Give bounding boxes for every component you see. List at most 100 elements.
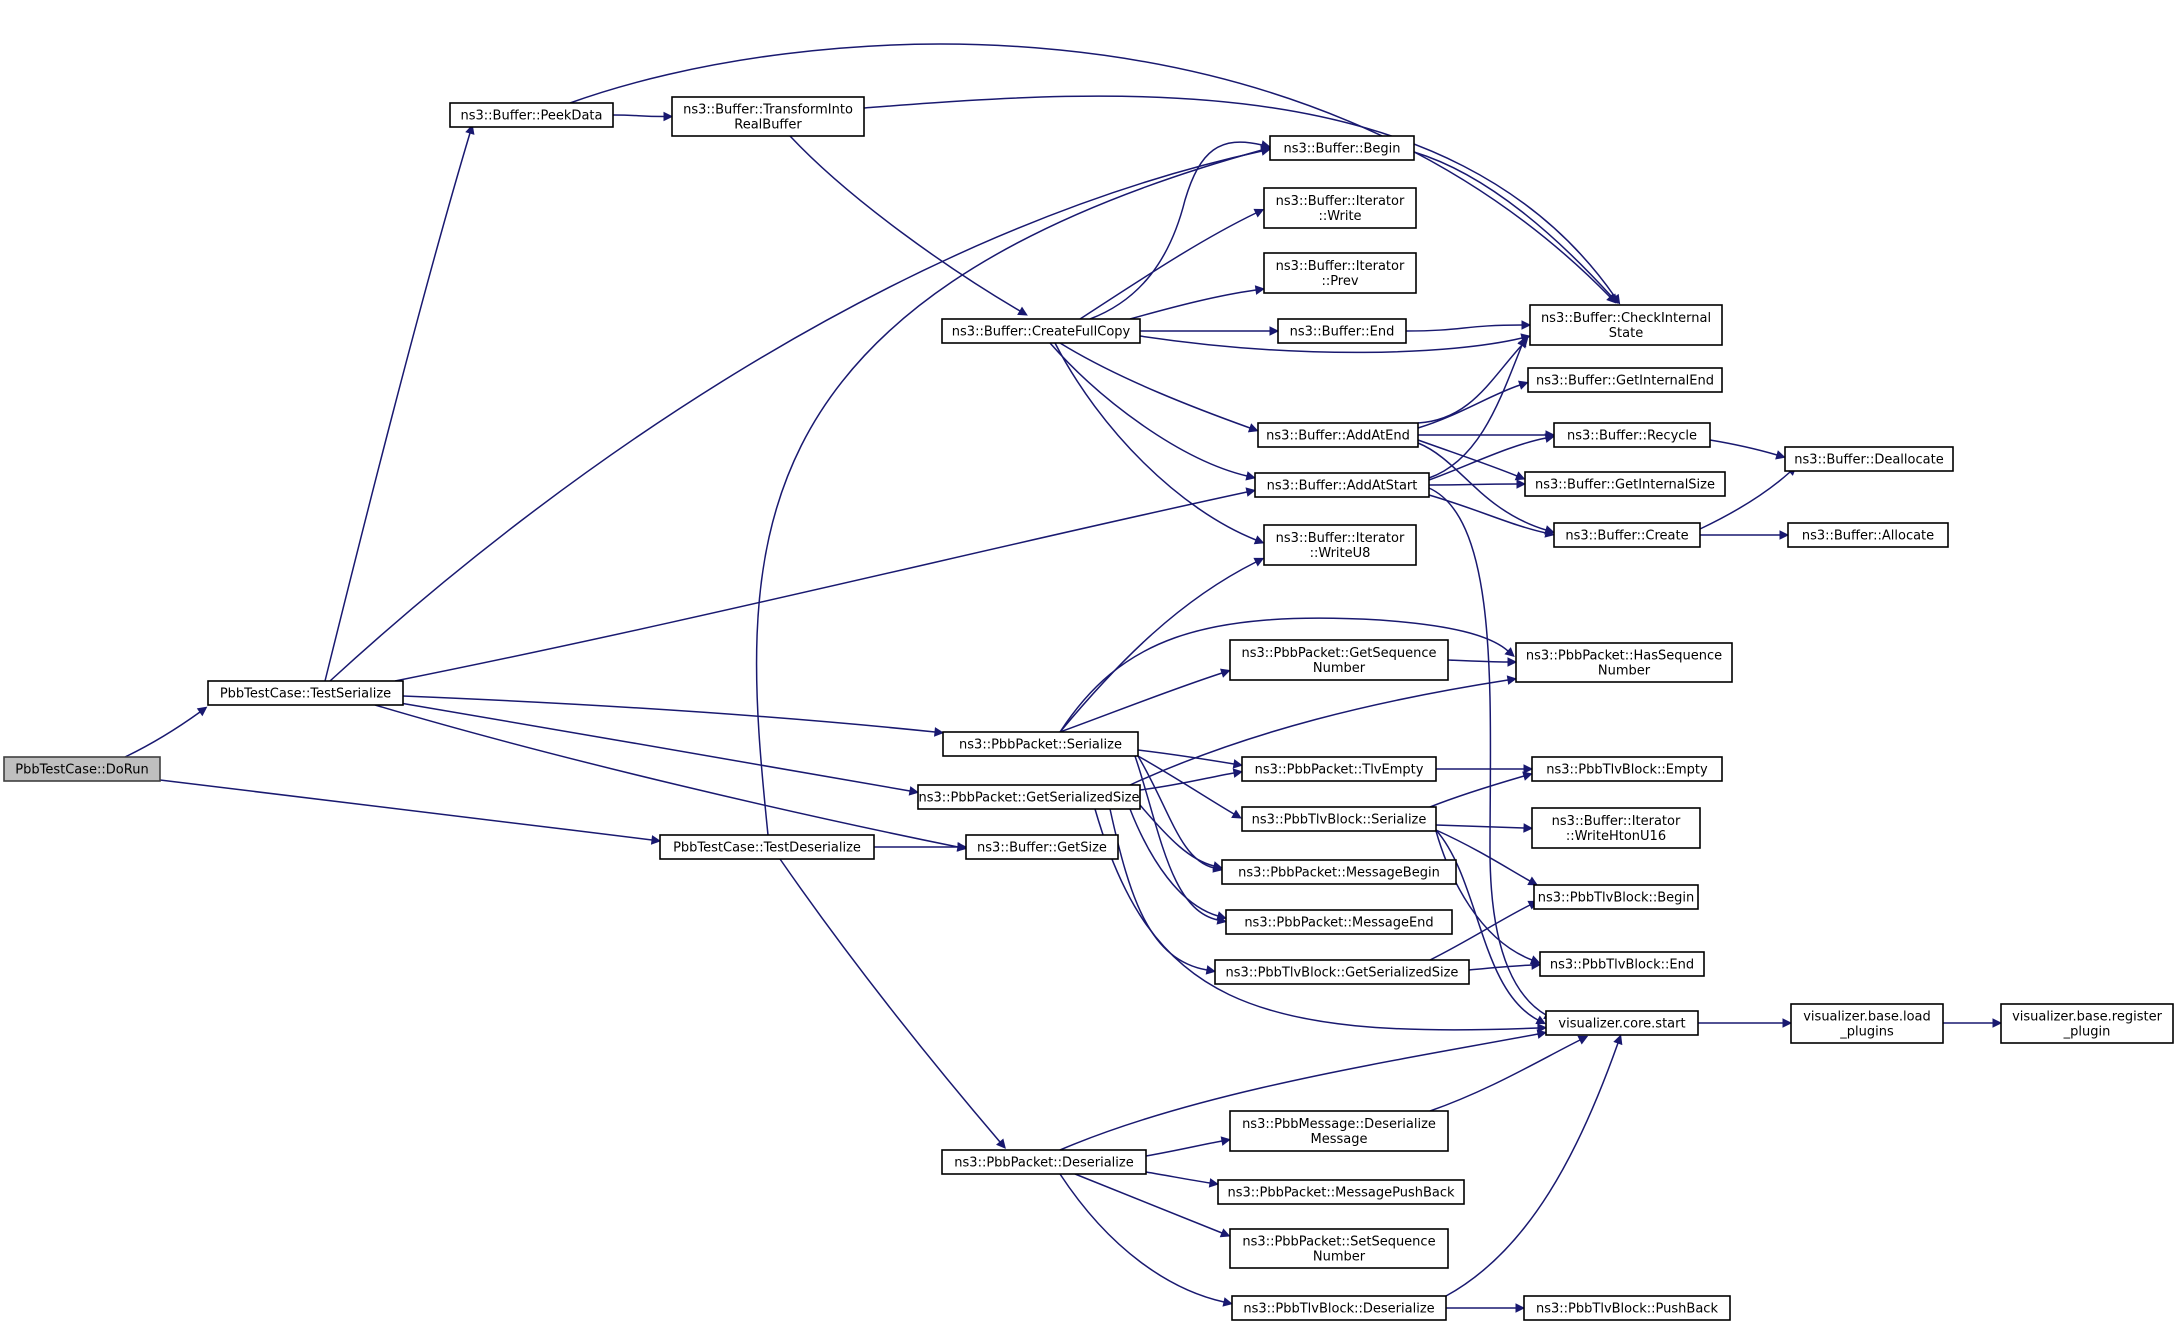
node-label: ns3::PbbTlvBlock::PushBack [1536,1302,1718,1317]
node-vbl[interactable]: visualizer.base.load_plugins [1790,1003,1944,1044]
edge-line [1417,344,1523,424]
arrowhead-icon [1518,380,1529,390]
node-dea[interactable]: ns3::Buffer::Deallocate [1784,446,1954,472]
node-itw[interactable]: ns3::Buffer::Iterator::Write [1263,187,1417,229]
node-box [1263,187,1417,229]
arrowhead-icon [196,706,208,717]
node-cre[interactable]: ns3::Buffer::Create [1553,522,1701,548]
edge-line [124,711,201,758]
arrowhead-icon [1527,876,1538,886]
node-aas[interactable]: ns3::Buffer::AddAtStart [1254,472,1430,498]
arrowhead-icon [1516,479,1527,489]
node-box [207,680,404,706]
edge-layer [124,43,2003,1313]
arrowhead-icon [1232,768,1243,778]
node-label: _plugins [1839,1025,1894,1040]
node-pmb[interactable]: ns3::PbbPacket::MessageBegin [1221,859,1457,885]
arrowhead-icon [1231,809,1242,819]
edge-pser-to-ptlv [1137,749,1243,769]
node-tbpb[interactable]: ns3::PbbTlvBlock::PushBack [1523,1295,1731,1321]
edge-line [1429,1039,1581,1112]
edge-tbd-to-vcs [1445,1034,1623,1297]
node-label: ns3::PbbTlvBlock::Begin [1538,891,1695,906]
node-pmpb[interactable]: ns3::PbbPacket::MessagePushBack [1217,1179,1465,1205]
node-label: ns3::Buffer::Allocate [1802,529,1934,544]
node-cfc[interactable]: ns3::Buffer::CreateFullCopy [941,318,1141,344]
node-vbr[interactable]: visualizer.base.register_plugin [2000,1003,2174,1044]
edge-dorun-to-tdes [159,779,662,845]
node-all[interactable]: ns3::Buffer::Allocate [1787,522,1949,548]
node-tbe[interactable]: ns3::PbbTlvBlock::Empty [1531,756,1723,782]
node-tben[interactable]: ns3::PbbTlvBlock::End [1539,951,1705,977]
edge-line [329,150,1263,682]
node-label: visualizer.core.start [1558,1017,1685,1032]
edge-line [1417,384,1521,429]
arrowhead-icon [1247,423,1259,433]
node-label: Number [1313,1250,1366,1265]
node-label: ns3::Buffer::Iterator [1276,259,1405,274]
arrowhead-icon [1523,764,1534,774]
node-label: ns3::Buffer::Iterator [1276,531,1405,546]
node-ptlv[interactable]: ns3::PbbPacket::TlvEmpty [1241,756,1437,782]
arrowhead-icon [957,842,968,852]
node-box [1553,522,1701,548]
arrowhead-icon [1507,657,1518,667]
arrowhead-icon [934,727,945,737]
node-tser[interactable]: PbbTestCase::TestSerialize [207,680,404,706]
node-tbs[interactable]: ns3::PbbTlvBlock::Serialize [1241,806,1437,832]
node-label: ::Write [1318,209,1361,224]
node-pser[interactable]: ns3::PbbPacket::Serialize [942,731,1139,757]
edge-tser-to-pgss [399,702,919,796]
node-tbd[interactable]: ns3::PbbTlvBlock::Deserialize [1231,1295,1447,1321]
node-label: ns3::PbbTlvBlock::GetSerializedSize [1226,966,1459,981]
node-gsz[interactable]: ns3::Buffer::GetSize [965,834,1119,860]
edge-line [1435,829,1531,882]
node-end[interactable]: ns3::Buffer::End [1277,318,1407,344]
node-vcs[interactable]: visualizer.core.start [1545,1010,1699,1036]
node-tgs[interactable]: ns3::PbbTlvBlock::GetSerializedSize [1214,959,1470,985]
edge-line [1435,830,1533,961]
edge-pgss-to-phsn [1129,675,1518,786]
node-peek[interactable]: ns3::Buffer::PeekData [449,102,614,128]
node-rec[interactable]: ns3::Buffer::Recycle [1553,422,1711,448]
arrowhead-icon [663,111,674,122]
edge-aas-to-cis [1428,336,1527,479]
node-pdes[interactable]: ns3::PbbPacket::Deserialize [941,1149,1147,1175]
node-iwh[interactable]: ns3::Buffer::Iterator::WriteHtonU16 [1531,807,1701,849]
node-tbb[interactable]: ns3::PbbTlvBlock::Begin [1533,884,1699,910]
node-pme[interactable]: ns3::PbbPacket::MessageEnd [1225,909,1453,935]
arrowhead-icon [1205,965,1216,975]
node-gie[interactable]: ns3::Buffer::GetInternalEnd [1527,367,1723,393]
edge-line [1129,808,1219,917]
edge-line [1129,679,1509,786]
edge-cfc-to-itw8 [1054,342,1265,545]
node-pgss[interactable]: ns3::PbbPacket::GetSerializedSize [917,784,1141,810]
edge-line [1139,772,1235,791]
node-gis[interactable]: ns3::Buffer::GetInternalSize [1524,471,1726,497]
edge-tser-to-aas [394,487,1256,682]
edge-pgss-to-vcs [1094,808,1548,1033]
node-begin[interactable]: ns3::Buffer::Begin [1269,135,1415,161]
node-itp[interactable]: ns3::Buffer::Iterator::Prev [1263,252,1417,294]
arrowhead-icon [1523,823,1534,833]
node-box [1515,642,1733,683]
arrowhead-icon [1253,208,1265,218]
arrowhead-icon [1521,320,1532,330]
arrowhead-icon [1504,647,1515,658]
node-itw8[interactable]: ns3::Buffer::Iterator::WriteU8 [1263,524,1417,566]
edge-tser-to-peek [324,124,475,682]
node-label: ns3::Buffer::Recycle [1567,429,1697,444]
node-dorun[interactable]: PbbTestCase::DoRun [3,756,161,782]
edge-line [1417,439,1518,477]
node-aae[interactable]: ns3::Buffer::AddAtEnd [1257,422,1419,448]
node-box [1523,1295,1731,1321]
node-tdes[interactable]: PbbTestCase::TestDeserialize [659,834,875,860]
edge-aae-to-rec [1418,430,1556,440]
node-label: ns3::Buffer::Iterator [1552,814,1681,829]
